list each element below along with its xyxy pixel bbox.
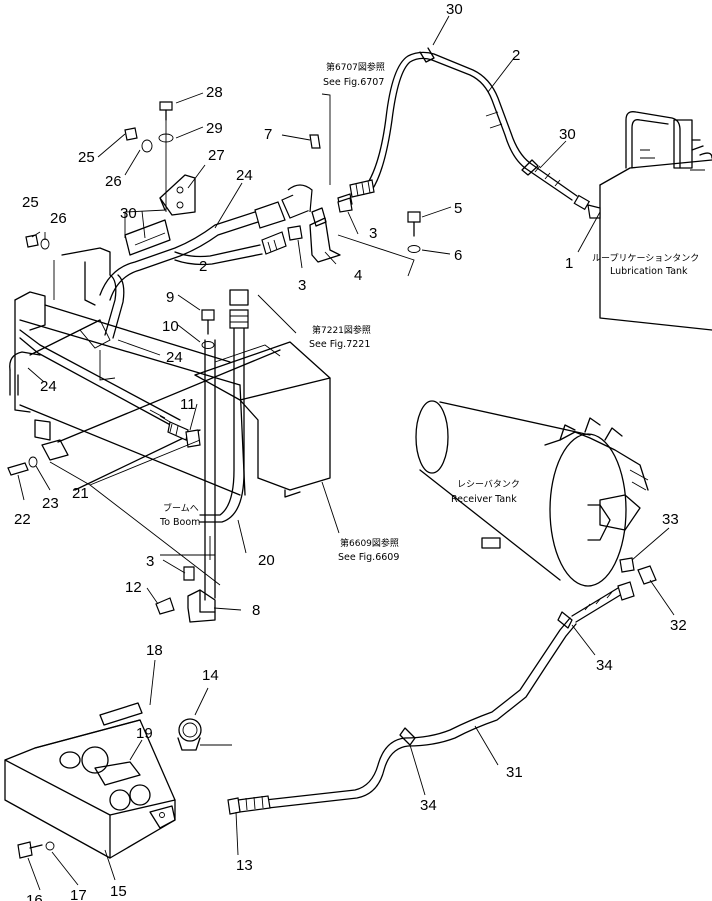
callout-24: 24 [166,349,183,366]
callout-3: 3 [369,225,377,242]
ref-fig6707-en: See Fig.6707 [323,77,384,88]
callout-11: 11 [180,396,196,413]
callout-8: 8 [252,602,260,619]
callout-24: 24 [40,378,57,395]
callout-27: 27 [208,147,225,164]
callout-14: 14 [202,667,219,684]
callout-26: 26 [50,210,67,227]
callout-13: 13 [236,857,253,874]
frame-structure [14,247,281,496]
callout-30: 30 [559,126,576,143]
ref-fig6609-jp: 第6609図参照 [340,537,399,549]
lubrication-tank [599,111,712,331]
reference-notes: 第6707図参照 See Fig.6707 第7221図参照 See Fig.7… [159,61,699,563]
to-boom-label-jp: ブームへ [163,502,199,514]
callout-numbers: 1 2 2 3 3 3 4 5 6 7 8 9 10 11 12 13 14 1… [14,1,687,901]
ref-fig7221-en: See Fig.7221 [309,339,370,350]
receiver-tank-label-jp: レシーバタンク [457,479,520,490]
housing-box [194,341,331,498]
bracket-27 [159,174,196,216]
callout-30: 30 [446,1,463,18]
callout-31: 31 [506,764,523,781]
callout-19: 19 [136,725,153,742]
lube-tank-label-jp: ループリケーションタンク [592,253,699,264]
callout-34: 34 [596,657,613,674]
callout-25: 25 [22,194,39,211]
callout-30: 30 [120,205,137,222]
callout-5: 5 [454,200,462,217]
callout-18: 18 [146,642,163,659]
bracket-8 [155,566,216,623]
clamp-21 [7,439,69,476]
callout-25: 25 [78,149,95,166]
pipe-20-vertical [199,289,249,601]
callout-24: 24 [236,167,253,184]
callout-2: 2 [199,258,207,275]
fitting-11 [185,429,201,448]
callout-3: 3 [298,277,306,294]
clamp-30-top [419,47,539,176]
bracket-4 [309,207,341,263]
callout-9: 9 [166,289,174,306]
ref-fig6609-en: See Fig.6609 [338,552,399,563]
leader-lines [17,15,675,891]
ref-fig7221-jp: 第7221図参照 [312,324,371,336]
callout-21: 21 [72,485,89,502]
callout-4: 4 [354,267,362,284]
pipe-31-lower [227,557,657,815]
receiver-tank-label-en: Receiver Tank [451,494,517,505]
callout-17: 17 [70,887,87,901]
fasteners [25,101,421,349]
callout-22: 22 [14,511,31,528]
gauge-panel [4,702,232,859]
callout-29: 29 [206,120,223,137]
callout-6: 6 [454,247,462,264]
callout-28: 28 [206,84,223,101]
receiver-tank [415,400,649,587]
callout-1: 1 [565,255,573,272]
lube-tank-label-en: Lubrication Tank [610,266,688,277]
pipe-2-upper [337,51,601,219]
callout-7: 7 [264,126,272,143]
pipe-long-left [9,274,189,441]
callout-2: 2 [512,47,520,64]
callout-3: 3 [146,553,154,570]
callout-10: 10 [162,318,179,335]
callout-34: 34 [420,797,437,814]
to-boom-label-en: To Boom [159,517,200,528]
callout-33: 33 [662,511,679,528]
plate-30-left [124,219,171,256]
callout-15: 15 [110,883,127,900]
callout-26: 26 [105,173,122,190]
callout-32: 32 [670,617,687,634]
callout-16: 16 [26,892,43,901]
callout-20: 20 [258,552,275,569]
ref-fig6707-jp: 第6707図参照 [326,61,385,73]
callout-23: 23 [42,495,59,512]
pipe-24-center [99,184,313,301]
callout-12: 12 [125,579,142,596]
